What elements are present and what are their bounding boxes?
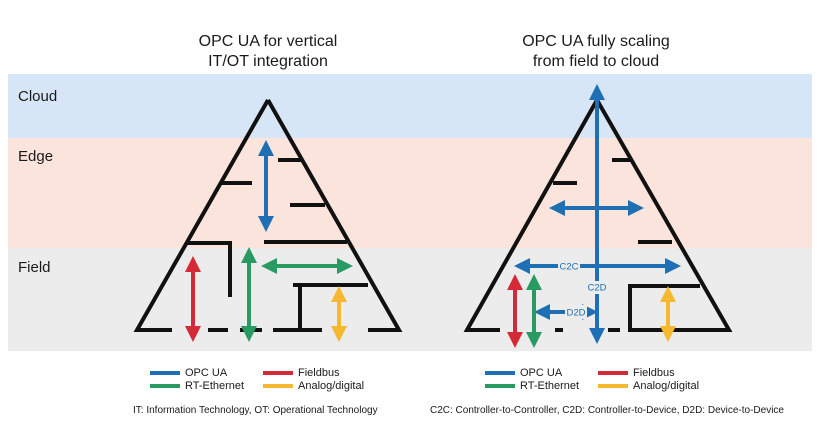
edge-band (8, 138, 812, 248)
right-title-line-2: from field to cloud (532, 53, 660, 70)
left-title: OPC UA for vertical IT/OT integration (168, 32, 368, 72)
legend-label: RT-Ethernet (185, 380, 245, 392)
legend-label: OPC UA (185, 367, 228, 379)
legend-item-fieldbus: Fieldbus (598, 367, 675, 379)
d2d-label: D2D (566, 308, 585, 319)
left-pyramid-left-side (133, 99, 270, 332)
legend-swatch-rt-ethernet (485, 384, 515, 388)
legend-item-opcua: OPC UA (150, 367, 227, 379)
legend-swatch-opcua (485, 371, 515, 375)
legend-label: Analog/digital (633, 380, 700, 392)
c2c-label: C2C (559, 262, 578, 273)
legend-label: RT-Ethernet (520, 380, 580, 392)
right-title-line-1: OPC UA fully scaling (522, 33, 670, 50)
right-title: OPC UA fully scaling from field to cloud (496, 32, 696, 72)
legend-swatch-fieldbus (598, 371, 628, 375)
legend-item-analog: Analog/digital (263, 380, 364, 392)
cloud-band (8, 74, 812, 138)
left-pyramid-right-side (266, 99, 403, 332)
legend-swatch-analog (598, 384, 628, 388)
c2d-label: C2D (587, 283, 606, 294)
legend-swatch-fieldbus (263, 371, 293, 375)
legend-item-rt-ethernet: RT-Ethernet (150, 380, 244, 392)
legend-label: Fieldbus (298, 367, 340, 379)
legend-item-opcua: OPC UA (485, 367, 562, 379)
edge-layer-label: Edge (18, 148, 54, 165)
left-footnote: IT: Information Technology, OT: Operatio… (133, 405, 378, 416)
cloud-layer-label: Cloud (18, 88, 58, 105)
field-layer-label: Field (18, 259, 51, 276)
right-pyramid-left-side (463, 99, 599, 332)
legend-label: Analog/digital (298, 380, 365, 392)
right-pyramid (463, 99, 733, 332)
legend-item-analog: Analog/digital (598, 380, 699, 392)
right-pyramid-right-side (595, 99, 733, 332)
legend-label: OPC UA (520, 367, 563, 379)
legend-swatch-rt-ethernet (150, 384, 180, 388)
legend-item-fieldbus: Fieldbus (263, 367, 340, 379)
right-footnote: C2C: Controller-to-Controller, C2D: Cont… (430, 405, 784, 416)
left-title-line-2: IT/OT integration (208, 53, 328, 70)
left-title-line-1: OPC UA for vertical (198, 33, 338, 50)
legend-label: Fieldbus (633, 367, 675, 379)
legend-swatch-analog (263, 384, 293, 388)
legend-swatch-opcua (150, 371, 180, 375)
legend-item-rt-ethernet: RT-Ethernet (485, 380, 579, 392)
